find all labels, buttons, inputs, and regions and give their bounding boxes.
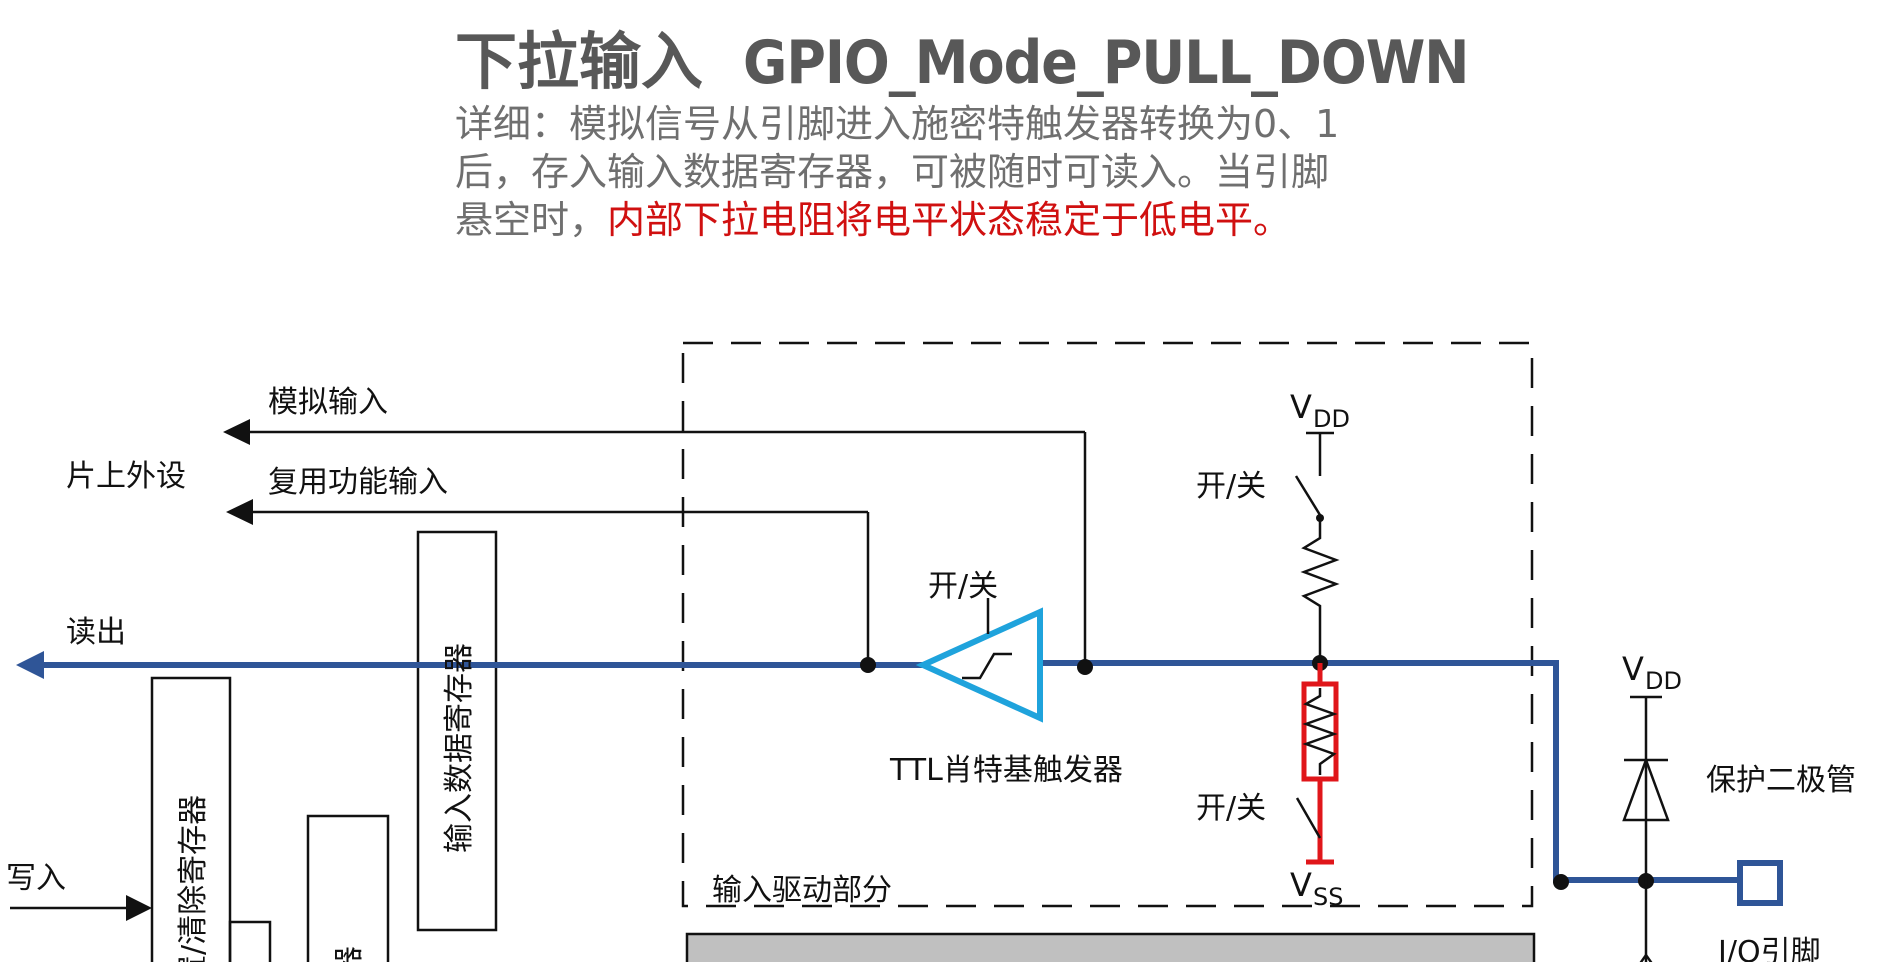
label-input-driver: 输入驱动部分 <box>712 873 892 908</box>
input-driver-boundary <box>681 341 1534 908</box>
label-pullup-switch: 开/关 <box>1196 469 1266 504</box>
label-protection-diode: 保护二极管 <box>1706 763 1856 798</box>
svg-text:DD: DD <box>1645 667 1682 695</box>
description-highlight: 内部下拉电阻将电平状态稳定于低电平。 <box>607 198 1292 242</box>
label-vdd-pullup: V DD <box>1290 388 1350 433</box>
io-pin-box <box>1737 860 1783 906</box>
output-data-register-box <box>306 814 390 962</box>
protection-diode-symbol <box>1622 756 1670 822</box>
pin-bus <box>1042 660 1740 883</box>
page-title: 下拉输入 GPIO_Mode_PULL_DOWN <box>455 24 1469 101</box>
hysteresis-symbol <box>962 652 1012 680</box>
svg-text:DD: DD <box>1313 405 1350 433</box>
description-line-1: 详细：模拟信号从引脚进入施密特触发器转换为0、1 <box>455 102 1340 146</box>
label-on-chip-peripheral: 片上外设 <box>66 459 186 494</box>
svg-text:V: V <box>1622 650 1644 688</box>
schmitt-trigger <box>915 607 1043 723</box>
label-input-data-register: 输入数据寄存器 <box>442 643 477 853</box>
analog-input-arrow <box>223 419 250 445</box>
set-clear-register-box <box>150 676 232 962</box>
label-write-in: 写入 <box>6 861 66 896</box>
svg-text:V: V <box>1290 866 1312 904</box>
pullup-switch <box>1294 475 1322 516</box>
alt-function-arrow <box>226 499 253 525</box>
output-driver-block <box>685 932 1536 962</box>
label-analog-input: 模拟输入 <box>268 385 388 420</box>
label-ttl-schmitt: TTL肖特基触发器 <box>889 753 1123 788</box>
junction-analog <box>1077 659 1093 675</box>
label-output-register: 器 <box>332 946 367 962</box>
label-vss-pulldown: V SS <box>1290 866 1343 911</box>
svg-text:SS: SS <box>1313 883 1343 911</box>
register-connector <box>228 920 272 962</box>
label-read-out: 读出 <box>66 615 126 650</box>
title-cn: 下拉输入 <box>455 25 704 98</box>
svg-text:V: V <box>1290 388 1312 426</box>
junction-bus-corner <box>1553 874 1569 890</box>
pulldown-switch <box>1295 797 1322 839</box>
read-arrow <box>16 651 44 679</box>
junction-alt-function <box>860 657 876 673</box>
input-data-register-box <box>416 530 498 932</box>
description-line-3: 悬空时， <box>455 198 608 242</box>
label-pulldown-switch: 开/关 <box>1196 791 1266 826</box>
description-line-2: 后，存入输入数据寄存器，可被随时可读入。当引脚 <box>455 150 1330 194</box>
title-mode: GPIO_Mode_PULL_DOWN <box>743 28 1469 98</box>
pulldown-resistor <box>1302 688 1338 775</box>
write-arrow <box>126 895 152 921</box>
pullup-resistor <box>1300 518 1340 663</box>
label-io-pin: I/O引脚 <box>1718 935 1821 962</box>
label-alt-function-input: 复用功能输入 <box>268 465 448 500</box>
label-set-clear-register: 置/清除寄存器 <box>176 795 211 962</box>
label-vdd-diode: V DD <box>1622 650 1682 695</box>
label-trigger-switch: 开/关 <box>928 569 998 604</box>
